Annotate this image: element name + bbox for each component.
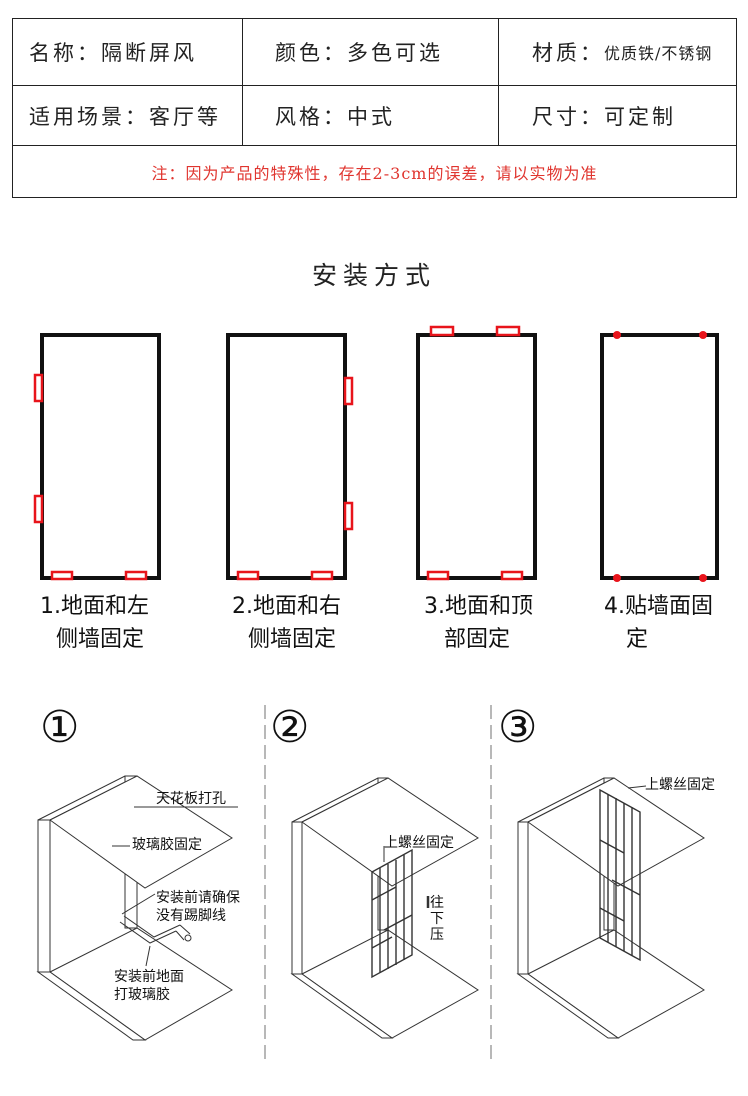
tolerance-note: 注：因为产品的特殊性，存在2-3cm的误差，请以实物为准 (151, 163, 598, 183)
panel-outline (600, 333, 719, 580)
method-label-line: 定 (626, 627, 649, 652)
spec-cell-material: 材质：优质铁/不锈钢 (499, 19, 736, 85)
spec-cell-size: 尺寸：可定制 (499, 86, 736, 145)
spec-value: 中式 (347, 104, 395, 129)
callout-line (121, 893, 156, 915)
wall-screw-point (699, 574, 707, 582)
floor-bracket (50, 570, 74, 581)
floor-bracket (236, 570, 260, 581)
spec-label: 材质： (532, 41, 604, 65)
step-number-3: ③ (498, 702, 538, 753)
install-steps-diagram (36, 705, 705, 1062)
spec-value: 隔断屏风 (101, 41, 197, 65)
wall-bracket (33, 494, 44, 524)
method-label-4: 4.贴墙面固 定 (604, 590, 713, 656)
spec-label: 适用场景： (29, 104, 149, 129)
method-4-diagram (600, 331, 719, 582)
floor-bracket (310, 570, 334, 581)
install-methods-diagram (33, 325, 719, 582)
step-1-room (36, 775, 233, 1041)
method-label-3: 3.地面和顶 部固定 (424, 590, 533, 656)
method-label-line: 侧墙固定 (56, 627, 145, 652)
wall-bracket (343, 501, 354, 531)
method-label-1: 1.地面和左 侧墙固定 (40, 590, 149, 656)
spec-table: 名称：隔断屏风 颜色：多色可选 材质：优质铁/不锈钢 适用场景：客厅等 风格：中… (12, 18, 737, 198)
method-label-line: 2.地面和右 (232, 594, 341, 619)
method-label-line: 4.贴墙面固 (604, 594, 713, 619)
method-label-2: 2.地面和右 侧墙固定 (232, 590, 341, 656)
ceiling-bracket (495, 325, 521, 337)
panel-outline (226, 333, 347, 580)
label-baseboard-1: 安装前请确保 (156, 890, 240, 906)
spec-value: 优质铁/不锈钢 (604, 44, 713, 63)
floor-bracket (500, 570, 524, 581)
spec-value: 可定制 (604, 104, 676, 129)
method-label-line: 侧墙固定 (248, 627, 337, 652)
spec-row: 名称：隔断屏风 颜色：多色可选 材质：优质铁/不锈钢 (13, 19, 736, 86)
panel-outline (416, 333, 537, 580)
spec-cell-color: 颜色：多色可选 (243, 19, 499, 85)
method-1-diagram (33, 333, 161, 581)
label-press-down: 往 (430, 895, 444, 911)
spec-cell-scene: 适用场景：客厅等 (13, 86, 243, 145)
label-floor-glue-1: 安装前地面 (114, 969, 184, 985)
label-press-down: 下 (430, 911, 444, 927)
step-number-2: ② (270, 702, 310, 753)
method-2-diagram (226, 333, 354, 581)
method-3-diagram (416, 325, 537, 581)
wall-bracket (343, 376, 354, 406)
label-screw-fix: 上螺丝固定 (645, 777, 715, 793)
panel-outline (40, 333, 161, 580)
step-3-screen-panel (599, 788, 641, 962)
callout-line (627, 785, 647, 789)
label-ceiling-drill: 天花板打孔 (156, 791, 226, 807)
label-floor-glue-2: 打玻璃胶 (114, 987, 170, 1003)
step-number-1: ① (40, 702, 80, 753)
floor-bracket (124, 570, 148, 581)
spec-value: 多色可选 (347, 41, 443, 65)
label-screw-fix: 上螺丝固定 (384, 835, 454, 851)
spec-cell-name: 名称：隔断屏风 (13, 19, 243, 85)
spec-row: 适用场景：客厅等 风格：中式 尺寸：可定制 (13, 86, 736, 146)
ceiling-bracket (429, 325, 455, 337)
spec-label: 风格： (275, 104, 347, 129)
wall-screw-point (613, 331, 621, 339)
label-glass-glue: 玻璃胶固定 (132, 837, 202, 853)
step-2-room (290, 777, 479, 1039)
spec-note-row: 注：因为产品的特殊性，存在2-3cm的误差，请以实物为准 (13, 146, 736, 197)
method-label-line: 部固定 (444, 627, 511, 652)
spec-label: 尺寸： (532, 104, 604, 129)
spec-cell-style: 风格：中式 (243, 86, 499, 145)
label-press-down: 压 (430, 927, 444, 943)
step-3-room (516, 777, 705, 1039)
spec-label: 颜色： (275, 41, 347, 65)
spec-value: 客厅等 (149, 104, 221, 129)
wall-screw-point (613, 574, 621, 582)
wall-screw-point (699, 331, 707, 339)
wall-bracket (33, 373, 44, 403)
callout-line (145, 945, 151, 967)
method-label-line: 1.地面和左 (40, 594, 149, 619)
step-2-screen-panel (371, 848, 413, 979)
floor-bracket (426, 570, 450, 581)
label-baseboard-2: 没有踢脚线 (156, 908, 226, 924)
install-title: 安装方式 (311, 261, 436, 290)
method-label-line: 3.地面和顶 (424, 594, 533, 619)
spec-label: 名称： (29, 41, 101, 65)
